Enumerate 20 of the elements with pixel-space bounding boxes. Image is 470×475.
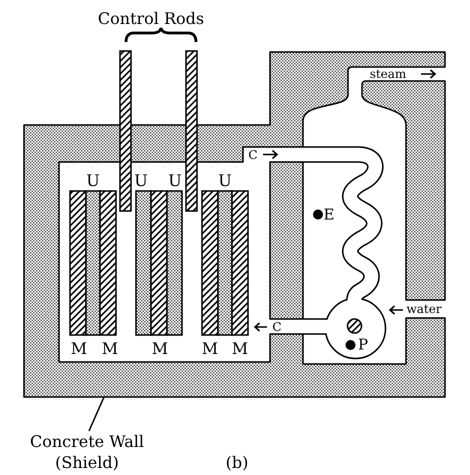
part-label: M bbox=[70, 341, 88, 357]
concrete-wall bbox=[24, 52, 445, 397]
flow-label: C bbox=[272, 321, 282, 333]
part-label: U bbox=[168, 173, 182, 189]
flow-label: water bbox=[406, 303, 442, 315]
point-label: E bbox=[324, 208, 334, 222]
part-label: U bbox=[218, 173, 232, 189]
flow-label: C bbox=[248, 148, 258, 160]
part-label: M bbox=[232, 341, 248, 357]
callout-text: Concrete Wall (Shield) bbox=[16, 431, 158, 475]
leader-line bbox=[88, 396, 105, 432]
part-label: M bbox=[102, 341, 118, 357]
flow-label: steam bbox=[370, 68, 406, 80]
point-label: P bbox=[358, 338, 368, 352]
part-label: M bbox=[152, 341, 168, 357]
part-label: Control Rods bbox=[98, 11, 204, 27]
part-label: U bbox=[86, 173, 100, 189]
caption: (b) bbox=[226, 455, 248, 471]
part-label: U bbox=[134, 173, 148, 189]
part-label: M bbox=[202, 341, 218, 357]
